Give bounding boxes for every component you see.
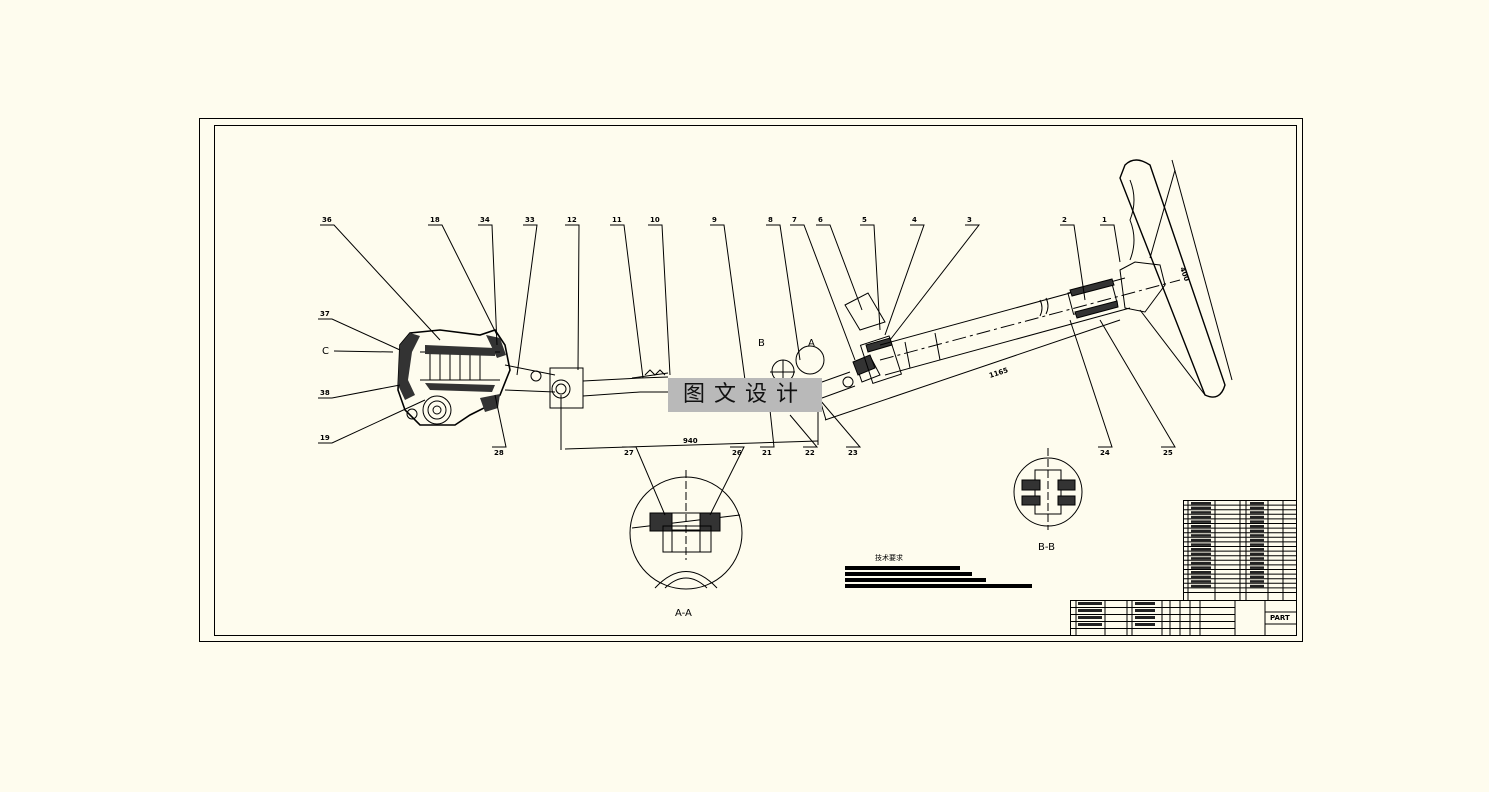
leader-line xyxy=(889,224,981,341)
callout-label-34: 34 xyxy=(480,216,490,224)
callout-label-3: 3 xyxy=(967,216,972,224)
callout-label-4: 4 xyxy=(912,216,917,224)
leader-line xyxy=(790,224,856,361)
view-marker-b: B xyxy=(758,338,765,349)
leader-line xyxy=(318,384,401,399)
leader-line xyxy=(766,224,801,361)
callout-label-12: 12 xyxy=(567,216,577,224)
leader-line xyxy=(318,318,401,351)
callout-label-18: 18 xyxy=(430,216,440,224)
callout-label-2: 2 xyxy=(1062,216,1067,224)
leader-line xyxy=(492,394,507,448)
dimension-940: 940 xyxy=(683,437,698,445)
callout-label-25: 25 xyxy=(1163,449,1173,457)
callout-label-21: 21 xyxy=(762,449,772,457)
leader-line xyxy=(1060,224,1086,301)
leader-line xyxy=(648,224,671,376)
watermark: 图文设计 xyxy=(668,378,822,412)
callout-label-1: 1 xyxy=(1102,216,1107,224)
leader-line xyxy=(428,224,498,336)
leader-line xyxy=(884,224,925,336)
leader-line xyxy=(610,224,644,379)
callout-label-28: 28 xyxy=(494,449,504,457)
leader-line xyxy=(1100,224,1121,263)
callout-label-24: 24 xyxy=(1100,449,1110,457)
title-block xyxy=(1070,600,1297,636)
leader-line xyxy=(318,399,426,444)
callout-label-36: 36 xyxy=(322,216,332,224)
callout-label-37: 37 xyxy=(320,310,330,318)
callout-label-5: 5 xyxy=(862,216,867,224)
leader-line xyxy=(622,446,666,516)
callout-label-27: 27 xyxy=(624,449,634,457)
callout-label-26: 26 xyxy=(732,449,742,457)
leader-line xyxy=(320,224,441,341)
parts-list-table xyxy=(1183,500,1297,601)
leader-line xyxy=(565,224,580,371)
callout-label-7: 7 xyxy=(792,216,797,224)
outer-frame xyxy=(199,118,1303,642)
callout-label-6: 6 xyxy=(818,216,823,224)
dimension-lines xyxy=(560,319,1121,450)
callout-label-19: 19 xyxy=(320,434,330,442)
leader-line xyxy=(860,224,881,331)
leader-line xyxy=(710,224,746,381)
callout-label-8: 8 xyxy=(768,216,773,224)
callout-label-11: 11 xyxy=(612,216,622,224)
callout-label-23: 23 xyxy=(848,449,858,457)
inner-frame xyxy=(214,125,1297,636)
leader-line xyxy=(816,224,863,311)
steering-gear xyxy=(397,329,511,426)
callout-label-33: 33 xyxy=(525,216,535,224)
view-marker-a: A xyxy=(808,338,815,349)
steering-wheel xyxy=(1119,159,1233,398)
dimension-1165: 1165 xyxy=(988,366,1009,380)
callout-label-38: 38 xyxy=(320,389,330,397)
section-b-b xyxy=(1013,448,1083,530)
technical-requirements-title: 技术要求 xyxy=(875,553,903,562)
callout-label-9: 9 xyxy=(712,216,717,224)
leader-line xyxy=(760,409,775,448)
leader-line xyxy=(1099,319,1176,448)
callout-label-10: 10 xyxy=(650,216,660,224)
leader-line xyxy=(1069,319,1113,448)
leader-line xyxy=(478,224,498,346)
callout-label-C: C xyxy=(322,346,329,357)
leader-line xyxy=(516,224,538,376)
technical-requirements-text xyxy=(845,566,1032,588)
arrow-icon xyxy=(333,350,394,353)
steering-column xyxy=(844,277,1181,384)
leader-line xyxy=(709,446,745,516)
callout-label-22: 22 xyxy=(805,449,815,457)
leader-line xyxy=(789,414,819,448)
section-label-b-b: B-B xyxy=(1038,542,1055,553)
section-label-a-a: A-A xyxy=(675,608,692,619)
title-block-name: PART xyxy=(1270,614,1290,622)
leader-line xyxy=(819,399,862,448)
section-a-a xyxy=(629,470,743,590)
intermediate-shaft xyxy=(504,345,856,409)
